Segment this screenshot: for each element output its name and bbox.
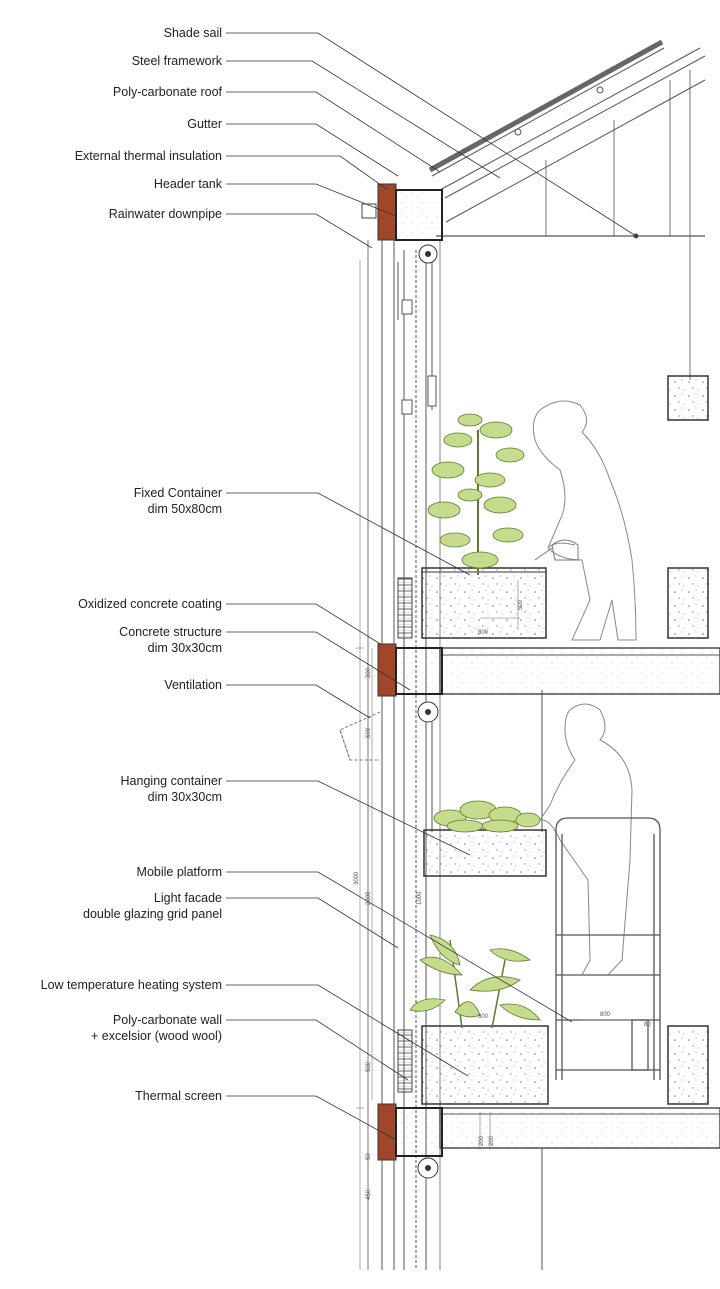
label-hanging-container-line1: Hanging container: [120, 774, 222, 788]
dim-450: 450: [366, 1189, 372, 1200]
label-hanging-container: Hanging container dim 30x30cm: [121, 773, 222, 805]
dim-800a: 800: [478, 630, 489, 636]
hanging-container: [423, 690, 547, 877]
label-fixed-container-line1: Fixed Container: [133, 486, 222, 500]
heating-coil-lower: [397, 1029, 413, 1093]
dim-800b: 800: [478, 1014, 489, 1020]
label-concrete-structure-line2: dim 30x30cm: [147, 641, 222, 655]
label-external-insulation: External thermal insulation: [74, 149, 222, 163]
dim-600: 600: [366, 727, 372, 738]
hanging-bits: [397, 262, 437, 415]
label-light-facade-line1: Light facade: [153, 891, 222, 905]
label-oxidized-coating: Oxidized concrete coating: [78, 597, 222, 611]
watering-can: [534, 539, 579, 561]
dim-500a: 500: [518, 599, 524, 610]
label-steel-framework: Steel framework: [131, 54, 222, 68]
person-lower: [538, 703, 633, 976]
fixed-container: [421, 567, 709, 639]
label-polycarbonate-wall-line2: + excelsior (wood wool): [91, 1029, 222, 1043]
label-polycarbonate-wall: Poly-carbonate wall + excelsior (wood wo…: [91, 1012, 222, 1044]
header-tank: [361, 183, 443, 264]
label-thermal-screen: Thermal screen: [135, 1089, 222, 1103]
label-polycarbonate-roof: Poly-carbonate roof: [112, 85, 222, 99]
label-light-facade: Light facade double glazing grid panel: [83, 890, 222, 922]
label-light-facade-line2: double glazing grid panel: [83, 907, 222, 921]
heating-coil-upper: [397, 577, 413, 639]
dim-80: 80: [644, 1022, 651, 1028]
dim-200a: 200: [479, 1135, 485, 1146]
dim-1000: 1000: [417, 891, 423, 905]
plant-lower: [409, 934, 541, 1029]
upper-slab: [377, 643, 720, 750]
label-hanging-container-line2: dim 30x30cm: [147, 790, 222, 804]
label-rainwater-downpipe: Rainwater downpipe: [108, 207, 222, 221]
dim-500b: 500: [366, 1061, 372, 1072]
label-ventilation: Ventilation: [164, 678, 222, 692]
dimension-texts: 800 500 300 600 3000 2000 1000 800 800 8…: [354, 599, 651, 1200]
dim-200b: 200: [489, 1135, 495, 1146]
upper-right-container: [667, 375, 709, 421]
fixed-container-lower: [421, 1025, 709, 1105]
dim-300: 300: [366, 667, 372, 678]
label-mobile-platform: Mobile platform: [136, 865, 222, 879]
label-fixed-container-line2: dim 50x80cm: [147, 502, 222, 516]
label-header-tank: Header tank: [153, 177, 222, 191]
lower-slab: [377, 1103, 720, 1270]
dim-2000: 2000: [366, 891, 372, 905]
label-heating-system: Low temperature heating system: [40, 978, 222, 992]
roof: [428, 39, 706, 380]
dim-3000: 3000: [354, 871, 360, 885]
plant-hanging: [433, 800, 541, 833]
label-gutter: Gutter: [187, 117, 222, 131]
label-polycarbonate-wall-line1: Poly-carbonate wall: [112, 1013, 222, 1027]
dim-800c: 800: [600, 1012, 611, 1018]
leader-lines: [226, 32, 637, 1141]
label-shade-sail: Shade sail: [163, 26, 222, 40]
label-fixed-container: Fixed Container dim 50x80cm: [134, 485, 222, 517]
dim-50: 50: [366, 1153, 372, 1160]
label-concrete-structure-line1: Concrete structure: [119, 625, 222, 639]
person-upper: [532, 400, 637, 641]
label-concrete-structure: Concrete structure dim 30x30cm: [119, 624, 222, 656]
plant-upper: [427, 413, 525, 575]
dimension-lines: [356, 260, 640, 1270]
